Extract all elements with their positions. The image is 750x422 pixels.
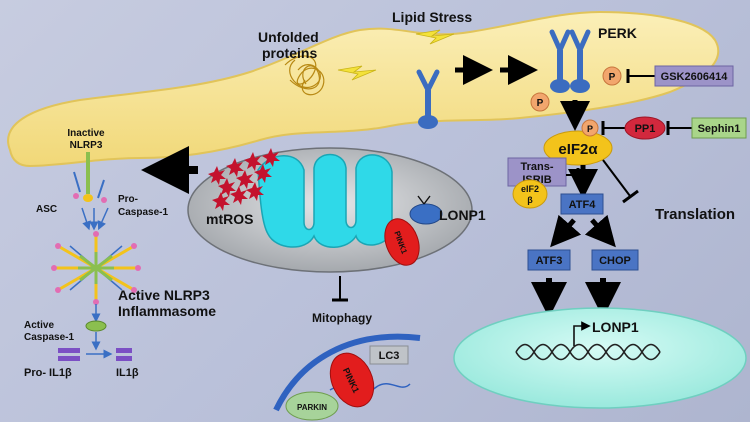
- pro-caspase-label-2: Caspase-1: [118, 207, 168, 218]
- cleavage-icon: [417, 195, 431, 205]
- parkin-node: [285, 391, 339, 421]
- translation-inhibition-bar: [622, 189, 639, 204]
- perk-label: PERK: [598, 25, 637, 41]
- eif2b-label-2: β: [527, 195, 533, 205]
- il1b-icon: [116, 348, 132, 361]
- pro-il1b-label: Pro- IL1β: [24, 367, 72, 379]
- dna-helix: [515, 343, 661, 361]
- transcription-start-icon: [573, 321, 591, 346]
- mtros-label: mtROS: [206, 211, 253, 227]
- lipid-stress-label: Lipid Stress: [392, 9, 472, 25]
- perk-dimer: [549, 29, 591, 93]
- lc3-box: [369, 345, 409, 365]
- eif2b-label-1: eIF2: [521, 184, 539, 194]
- active-caspase-label-1: Active: [24, 320, 54, 331]
- lightning-icon-1: [337, 65, 377, 81]
- unfolded-proteins-label-2: proteins: [262, 45, 317, 61]
- active-caspase-label-2: Caspase-1: [24, 332, 74, 343]
- active-caspase-icon: [85, 320, 107, 332]
- mitochondrion-cristae: [257, 153, 393, 248]
- pink1-mito-node: [384, 218, 420, 266]
- phospho-label-perk-2: P: [609, 72, 616, 83]
- asc-label: ASC: [36, 204, 57, 215]
- atf3-box: [527, 249, 571, 271]
- translation-inhibition-line: [602, 159, 631, 197]
- lc3-label: LC3: [379, 350, 400, 362]
- phospho-badge-perk-1: [530, 92, 550, 112]
- pro-caspase-label-1: Pro-: [118, 194, 138, 205]
- pp1-label: PP1: [635, 123, 656, 135]
- unfolded-proteins-label-1: Unfolded: [258, 29, 319, 45]
- chop-box: [591, 249, 639, 271]
- perk-monomer: [416, 69, 440, 129]
- inflammasome-wheel-icon: [51, 231, 141, 305]
- inactive-nlrp3-label-1: Inactive: [67, 128, 105, 139]
- phagophore-membrane: [273, 333, 421, 412]
- atf4-box: [560, 193, 604, 215]
- il1b-label: IL1β: [116, 367, 139, 379]
- sephin1-box: [691, 117, 747, 139]
- gsk2606414-box: [654, 65, 734, 87]
- er-membrane: [7, 10, 720, 168]
- pro-il1b-icon: [58, 348, 80, 361]
- trans-isrib-label-1: Trans-: [520, 161, 553, 173]
- arrow-asc-assembly: [81, 207, 91, 231]
- parkin-label: PARKIN: [297, 403, 327, 412]
- lonp1-protein-node: [409, 203, 443, 225]
- atf3-label: ATF3: [536, 255, 563, 267]
- mitophagy-label: Mitophagy: [312, 311, 372, 325]
- pp1-node: [624, 116, 666, 140]
- pink1-mitophagy-node: [329, 352, 375, 408]
- active-nlrp3-label-1: Active NLRP3: [118, 287, 210, 303]
- lonp1-protein-label: LONP1: [439, 207, 486, 223]
- lonp1-gene-label: LONP1: [592, 319, 639, 335]
- gsk2606414-label: GSK2606414: [661, 71, 729, 83]
- arrow-atf4-chop: [584, 214, 616, 248]
- translation-label: Translation: [655, 206, 735, 223]
- unfolded-proteins-tangle: [284, 55, 325, 96]
- atf4-label: ATF4: [569, 199, 597, 211]
- phospho-badge-perk-2: [602, 66, 622, 86]
- arrow-atf4-atf3: [550, 214, 582, 248]
- chop-label: CHOP: [599, 255, 631, 267]
- sephin1-label: Sephin1: [698, 123, 741, 135]
- phospho-label-eif2a: P: [587, 124, 593, 134]
- eif2a-label: eIF2α: [558, 141, 598, 158]
- eif2b-node: [512, 179, 548, 209]
- lightning-icon-2: [415, 29, 455, 45]
- inactive-nlrp3-icon: [73, 152, 107, 203]
- inactive-nlrp3-label-2: NLRP3: [70, 140, 103, 151]
- ros-bursts: [208, 148, 280, 211]
- eif2a-node: [543, 130, 613, 166]
- phospho-label-perk-1: P: [537, 98, 544, 109]
- arrow-caspase-assembly: [97, 207, 109, 231]
- active-nlrp3-label-2: Inflammasome: [118, 303, 216, 319]
- phospho-badge-eif2a: [581, 119, 599, 137]
